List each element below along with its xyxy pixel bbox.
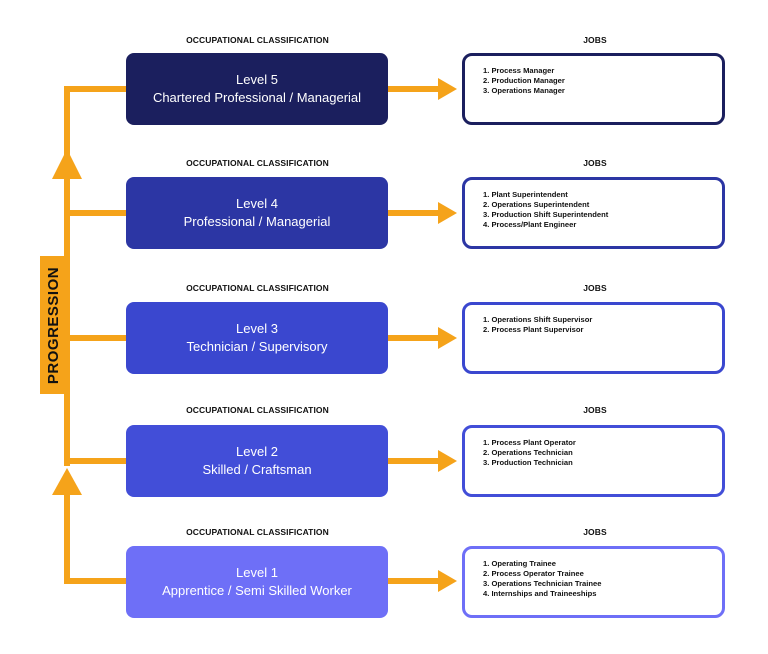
spine-to-level2 [64,458,130,464]
job-item: 4. Internships and Traineeships [483,589,597,598]
level-2-box: Level 2 Skilled / Craftsman [126,425,388,497]
arrow-level5-jobs [388,86,440,92]
progression-label: PROGRESSION [45,266,63,384]
jobs-header: JOBS [583,35,607,45]
arrow-level1-jobs [388,578,440,584]
level-title: Level 5 [236,72,278,87]
job-item: 2. Production Manager [483,76,565,85]
job-item: 2. Operations Superintendent [483,200,590,209]
level-4-box: Level 4 Professional / Managerial [126,177,388,249]
job-item: 1. Operating Trainee [483,559,557,568]
level-subtitle: Apprentice / Semi Skilled Worker [162,583,352,598]
level-subtitle: Skilled / Craftsman [202,462,312,477]
job-item: 3. Operations Technician Trainee [483,579,602,588]
job-item: 1. Operations Shift Supervisor [483,315,593,324]
arrow-level4-jobs [388,210,440,216]
spine-to-level4 [64,210,130,216]
level-title: Level 1 [236,565,278,580]
level-subtitle: Technician / Supervisory [186,339,328,354]
arrow-level2-jobs [388,458,440,464]
job-item: 3. Production Shift Superintendent [483,210,609,219]
level-4-jobs: 1. Plant Superintendent 2. Operations Su… [462,177,725,249]
job-item: 3. Operations Manager [483,86,565,95]
level-1-jobs: 1. Operating Trainee 2. Process Operator… [462,546,725,618]
job-item: 1. Process Manager [483,66,555,75]
job-item: 1. Process Plant Operator [483,438,576,447]
jobs-header: JOBS [583,158,607,168]
job-item: 4. Process/Plant Engineer [483,220,577,229]
occupational-classification-header: OCCUPATIONAL CLASSIFICATION [186,283,329,293]
progression-arrowhead-lower [52,468,82,495]
level-3-jobs: 1. Operations Shift Supervisor 2. Proces… [462,302,725,374]
level-5-box: Level 5 Chartered Professional / Manager… [126,53,388,125]
spine-to-level3 [64,335,130,341]
level-title: Level 4 [236,196,278,211]
job-item: 1. Plant Superintendent [483,190,568,199]
arrowhead-level1-jobs [438,570,457,592]
level-1-box: Level 1 Apprentice / Semi Skilled Worker [126,546,388,618]
spine-top [64,86,70,156]
occupational-classification-header: OCCUPATIONAL CLASSIFICATION [186,527,329,537]
occupational-classification-header: OCCUPATIONAL CLASSIFICATION [186,158,329,168]
jobs-header: JOBS [583,405,607,415]
job-item: 2. Process Operator Trainee [483,569,584,578]
spine-to-level5 [64,86,130,92]
jobs-header: JOBS [583,527,607,537]
level-title: Level 3 [236,321,278,336]
level-title: Level 2 [236,444,278,459]
job-item: 2. Operations Technician [483,448,573,457]
jobs-header: JOBS [583,283,607,293]
level-3-box: Level 3 Technician / Supervisory [126,302,388,374]
progression-label-box: PROGRESSION [40,256,68,394]
job-item: 2. Process Plant Supervisor [483,325,584,334]
arrowhead-level4-jobs [438,202,457,224]
level-5-jobs: 1. Process Manager 2. Production Manager… [462,53,725,125]
arrowhead-level3-jobs [438,327,457,349]
arrowhead-level5-jobs [438,78,457,100]
arrow-level3-jobs [388,335,440,341]
job-item: 3. Production Technician [483,458,573,467]
occupational-classification-header: OCCUPATIONAL CLASSIFICATION [186,35,329,45]
level-subtitle: Professional / Managerial [183,214,331,229]
level-subtitle: Chartered Professional / Managerial [152,90,362,105]
occupational-classification-header: OCCUPATIONAL CLASSIFICATION [186,405,329,415]
arrowhead-level2-jobs [438,450,457,472]
progression-arrowhead-upper [52,149,82,179]
spine-lower [64,490,70,584]
level-2-jobs: 1. Process Plant Operator 2. Operations … [462,425,725,497]
spine-to-level1 [64,578,130,584]
